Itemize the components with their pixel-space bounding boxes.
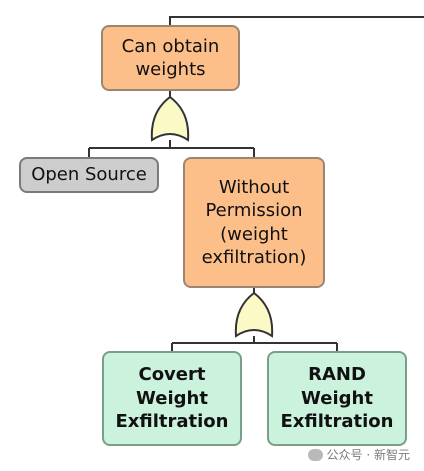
node-open-source: Open Source (19, 157, 159, 193)
node-covert-weight-exfiltration: Covert Weight Exfiltration (102, 351, 242, 446)
parent-connector (169, 16, 424, 25)
node-label: Covert Weight Exfiltration (115, 364, 229, 433)
watermark-text: 公众号 · 新智元 (326, 448, 410, 462)
or-gate-icon (234, 291, 274, 338)
node-can-obtain-weights: Can obtain weights (101, 25, 240, 91)
node-without-permission: Without Permission (weight exfiltration) (183, 157, 325, 288)
node-label: Can obtain weights (121, 35, 220, 80)
watermark: 公众号 · 新智元 (307, 446, 410, 463)
node-label: Open Source (31, 164, 147, 186)
node-rand-weight-exfiltration: RAND Weight Exfiltration (267, 351, 407, 446)
wechat-icon (307, 448, 323, 461)
node-label: Without Permission (weight exfiltration) (201, 176, 307, 268)
node-label: RAND Weight Exfiltration (280, 364, 394, 433)
or-gate-icon (150, 95, 190, 142)
